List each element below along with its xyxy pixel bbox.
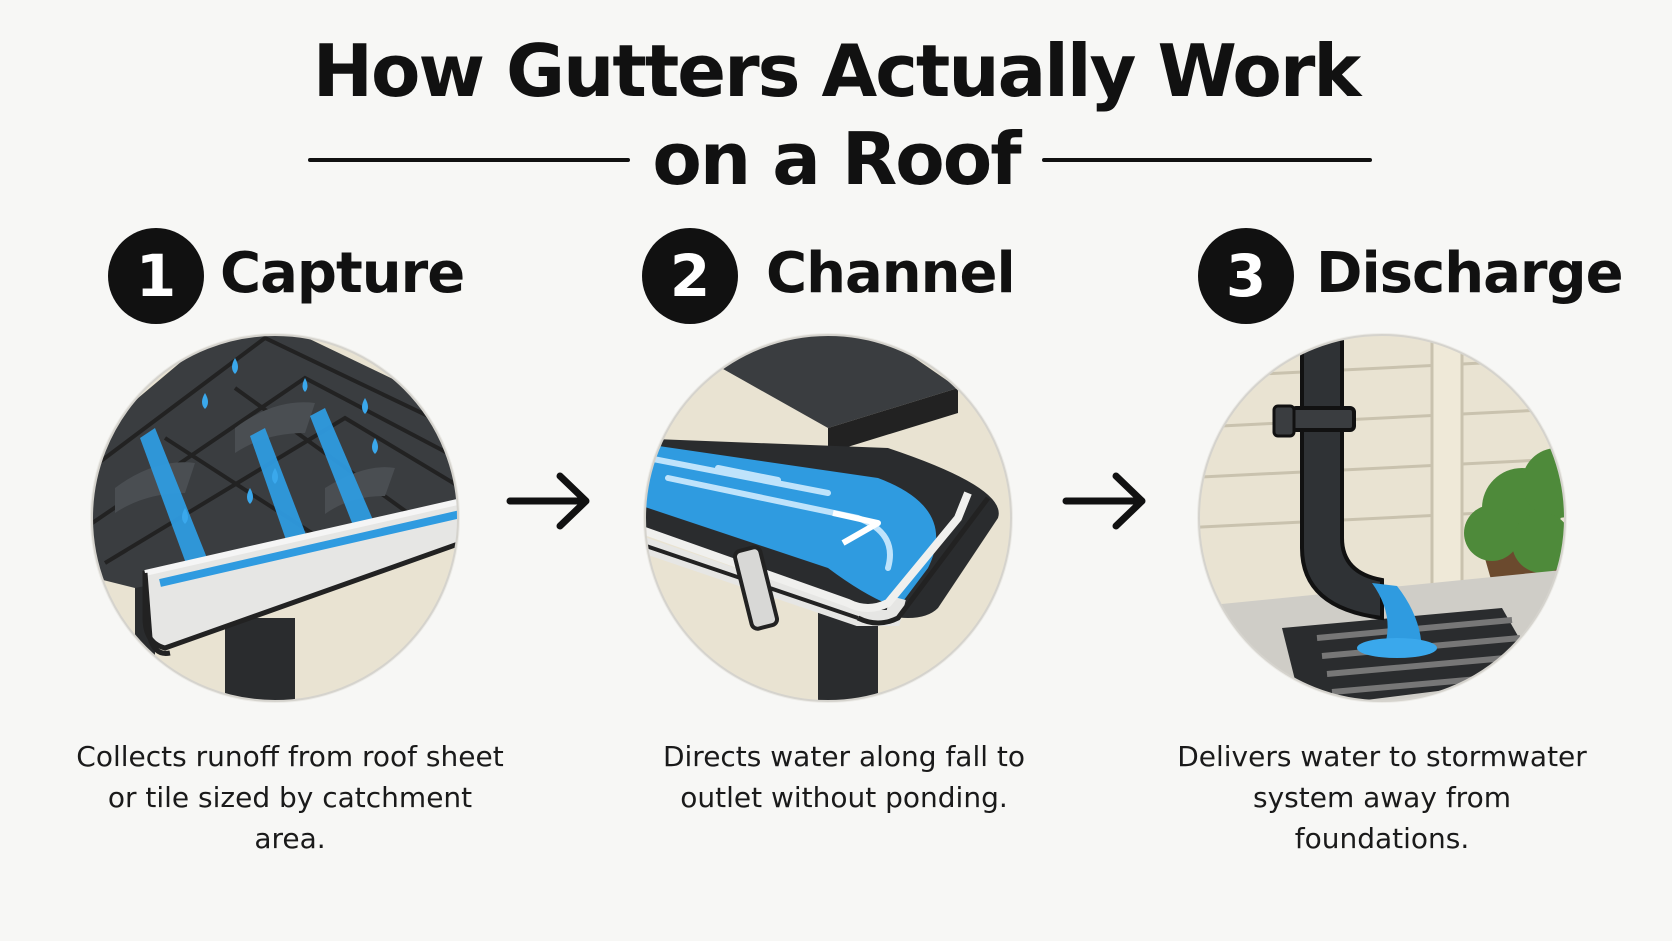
step-header: 2 Channel	[600, 228, 1100, 328]
step-title: Capture	[220, 241, 465, 306]
step-capture: 1 Capture	[70, 228, 570, 908]
step-number-badge: 1	[108, 228, 204, 324]
page-title-line-2: on a Roof	[652, 117, 1021, 201]
roof-gutter-illustration	[75, 318, 475, 718]
step-title: Discharge	[1316, 241, 1624, 306]
step-title: Channel	[766, 241, 1016, 306]
title-block: How Gutters Actually Work	[0, 30, 1672, 112]
roof-rain-gutter-icon	[90, 333, 460, 703]
step-channel: 2 Channel	[600, 228, 1100, 908]
step-header: 1 Capture	[70, 228, 570, 328]
step-number-badge: 2	[642, 228, 738, 324]
step-number-badge: 3	[1198, 228, 1294, 324]
page-title-line-1: How Gutters Actually Work	[312, 29, 1362, 113]
downpipe-drain-icon	[1197, 333, 1567, 703]
title-divider-right	[1042, 158, 1372, 162]
step-discharge: 3 Discharge	[1140, 228, 1640, 908]
step-description: Delivers water to stormwater system away…	[1177, 740, 1587, 855]
title-row-2: on a Roof	[0, 118, 1672, 200]
downpipe-drain-illustration	[1182, 318, 1582, 718]
step-header: 3 Discharge	[1140, 228, 1640, 328]
gutter-water-flow-icon	[643, 333, 1013, 703]
title-divider-left	[308, 158, 630, 162]
arrow-right-icon	[506, 472, 590, 530]
arrow-right-icon	[1062, 472, 1146, 530]
step-description: Collects runoff from roof sheet or tile …	[76, 740, 504, 855]
gutter-channel-illustration	[628, 318, 1028, 718]
step-description: Directs water along fall to outlet witho…	[662, 740, 1026, 814]
